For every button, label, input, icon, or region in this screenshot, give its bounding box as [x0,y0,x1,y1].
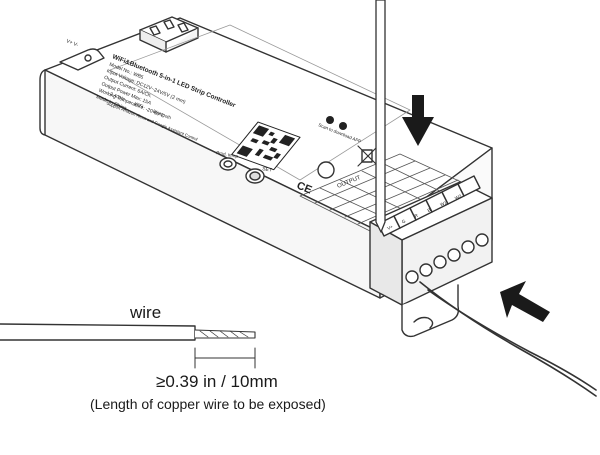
power-terminal-block [139,16,199,53]
mounting-ear-left [59,48,105,71]
terminal-label-0: V+ [386,224,394,231]
inserted-wire [419,281,597,397]
set-label: SET [262,166,273,174]
strip-length-label: ≥0.39 in / 10mm [156,372,278,391]
certification-icon [317,161,335,179]
compat-1: WiFi [134,101,144,109]
weee-bin-icon [357,145,379,167]
ce-mark: CE [295,180,314,197]
left-arrow [500,281,550,322]
output-terminal-block [369,175,493,306]
terminal-label-2: R [414,213,420,219]
terminal-label-3: B [427,207,432,213]
dimension-line [194,347,256,369]
stripped-wire [0,323,256,341]
terminal-label-1: G [401,218,407,224]
strip-length-note: (Length of copper wire to be exposed) [90,396,326,412]
terminal-label-4: W1 [439,200,448,208]
android-icon [339,122,347,130]
plus-minus-label: V+ V- [65,38,79,48]
prod-temp-label: Prod. temp [216,150,239,159]
terminal-label-5: W2 [454,193,463,201]
screwdriver [375,0,386,233]
qr-code [231,121,301,171]
apple-icon [326,116,334,124]
wire-label: wire [130,303,162,322]
terminal-labels: V+ G R B W1 W2 [386,193,462,231]
down-arrow [402,95,434,146]
prod-temp-button [219,157,237,171]
compat-2: Bluetooth [152,109,172,121]
compat-0: 2.4GHz [110,91,127,102]
